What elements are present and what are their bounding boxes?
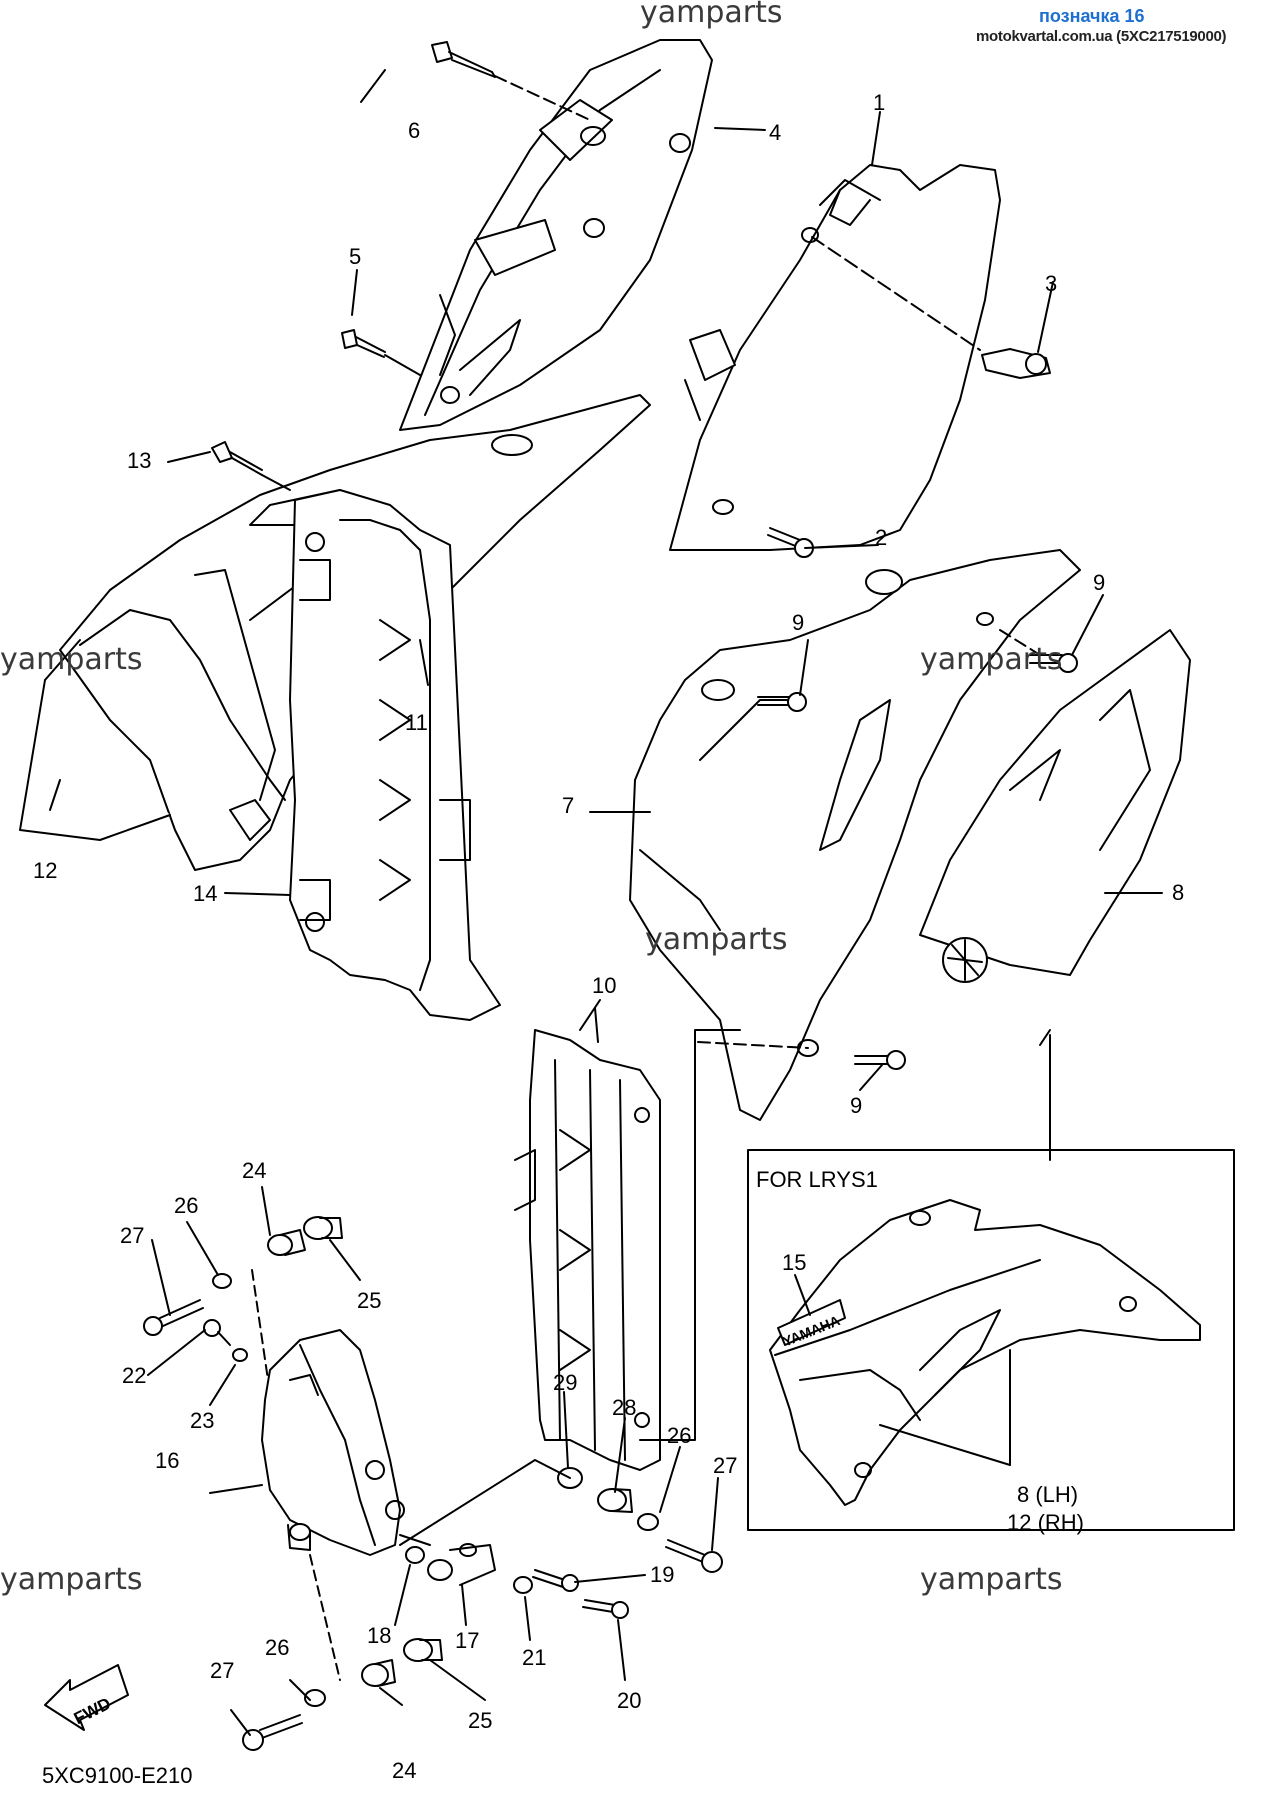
callout-20: 20 [617, 1688, 642, 1713]
callout-24b: 24 [392, 1758, 417, 1783]
part-7-shroud [629, 549, 1081, 1121]
part-9-bolt-c [854, 1050, 906, 1070]
part-23-washer [232, 1348, 248, 1362]
part-20-bolt [582, 1599, 629, 1619]
callout-11: 11 [405, 710, 428, 735]
part-4-side-cover [399, 39, 713, 431]
callout-6: 6 [408, 118, 421, 143]
part-10-radiator-guard [514, 1029, 661, 1471]
callout-21: 21 [522, 1645, 547, 1670]
callout-3: 3 [1045, 271, 1058, 296]
part-27-bolt-c [242, 1714, 303, 1751]
callout-25b: 25 [468, 1708, 493, 1733]
callout-9c: 9 [850, 1093, 863, 1118]
callout-26a: 26 [174, 1193, 199, 1218]
part-21-washer [513, 1576, 533, 1594]
part-3-bolt [981, 348, 1051, 379]
part-28-damper [597, 1488, 633, 1513]
watermark: yamparts [0, 642, 143, 677]
diagram-code: 5XC9100-E210 [42, 1763, 193, 1788]
callout-12: 12 [33, 858, 58, 883]
part-19-bolt [532, 1569, 579, 1592]
callout-7: 7 [562, 793, 575, 818]
callout-28: 28 [612, 1395, 637, 1420]
part-25-collar-lower [403, 1638, 443, 1662]
watermark: yamparts [640, 0, 783, 30]
part-14-radiator-guard [289, 489, 501, 1021]
part-9-bolt-b [1029, 653, 1078, 673]
part-13-bolt [211, 441, 263, 476]
callout-2: 2 [875, 525, 888, 550]
callout-14: 14 [193, 881, 218, 906]
part-17-bracket [427, 1543, 496, 1586]
callout-9b: 9 [1093, 570, 1106, 595]
watermark: yamparts [920, 1562, 1063, 1597]
part-24-collar-lower [361, 1659, 396, 1687]
callout-17: 17 [455, 1628, 480, 1653]
part-26-washer-c [304, 1689, 326, 1707]
header-source: motokvartal.com.ua (5XC217519000) [976, 28, 1227, 45]
inset-title: FOR LRYS1 [756, 1167, 878, 1192]
callout-25a: 25 [357, 1288, 382, 1313]
callout-27c: 27 [210, 1658, 235, 1683]
watermark: yamparts [645, 922, 788, 957]
callout-9a: 9 [792, 610, 805, 635]
callout-1: 1 [873, 90, 886, 115]
callout-19: 19 [650, 1562, 675, 1587]
part-15-decal-shroud [769, 1199, 1201, 1506]
inset-label-rh: 12 (RH) [1007, 1510, 1085, 1535]
part-9-bolt-a [757, 692, 807, 712]
callout-24a: 24 [242, 1158, 267, 1183]
callout-13: 13 [127, 448, 152, 473]
watermark: yamparts [920, 642, 1063, 677]
callout-10: 10 [592, 973, 617, 998]
callout-15: 15 [782, 1250, 807, 1275]
callout-26b: 26 [667, 1423, 692, 1448]
part-26-washer-b [637, 1513, 659, 1531]
part-5-bolt [341, 329, 386, 358]
callout-5: 5 [349, 244, 362, 269]
fwd-arrow-icon [44, 1664, 129, 1731]
callout-29: 29 [553, 1370, 578, 1395]
callout-4: 4 [769, 120, 782, 145]
part-12-panel [19, 639, 171, 841]
callout-26c: 26 [265, 1635, 290, 1660]
part-1-number-plate [669, 164, 1001, 551]
header-title: позначка 16 [1039, 6, 1145, 26]
callout-16: 16 [155, 1448, 180, 1473]
part-27-bolt-b [665, 1539, 723, 1573]
part-27-bolt-a [143, 1299, 204, 1336]
inset-box [747, 1149, 1235, 1531]
part-6-bolt [431, 41, 496, 78]
part-26-washer-a [212, 1273, 232, 1289]
part-18-grommet [405, 1546, 425, 1564]
part-22-bolt [203, 1319, 231, 1346]
part-8-decal [919, 629, 1191, 983]
inset-label-lh: 8 (LH) [1017, 1482, 1079, 1507]
callout-23: 23 [190, 1408, 215, 1433]
part-24-collar-upper [267, 1229, 306, 1256]
part-25-collar-upper [303, 1216, 343, 1240]
watermark: yamparts [0, 1562, 143, 1597]
callout-27a: 27 [120, 1223, 145, 1248]
callout-8: 8 [1172, 880, 1185, 905]
part-16-tank [261, 1329, 405, 1556]
callout-27b: 27 [713, 1453, 738, 1478]
callout-18: 18 [367, 1623, 392, 1648]
callout-22: 22 [122, 1363, 147, 1388]
